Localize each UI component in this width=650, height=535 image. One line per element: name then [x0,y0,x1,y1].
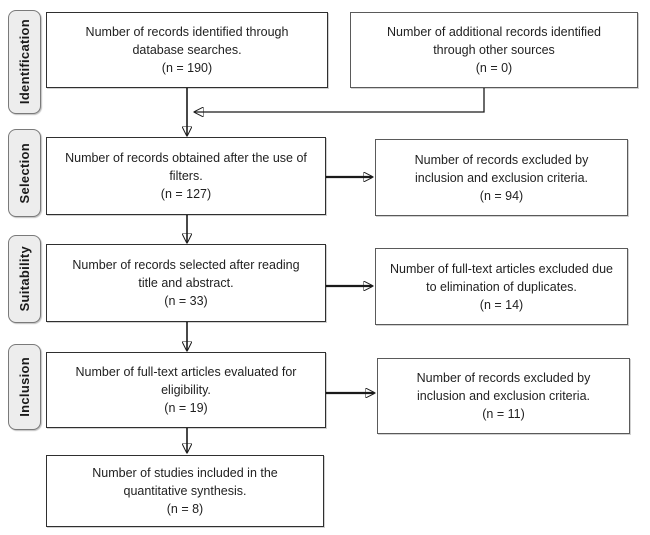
stage-inclusion-label: Inclusion [17,357,32,417]
box-text-line: to elimination of duplicates. [426,279,577,294]
box-text-line: title and abstract. [138,276,234,290]
box-count: (n = 11) [482,407,525,421]
stage-suitability: Suitability [8,235,41,323]
box-text-line: filters. [169,169,203,183]
box-records-identified: Number of records identified through dat… [46,12,328,88]
stage-suitability-label: Suitability [17,246,32,312]
box-excluded-criteria-inclusion: Number of records excluded by inclusion … [377,358,630,434]
box-text-line: eligibility. [161,383,211,397]
box-after-filters: Number of records obtained after the use… [46,137,326,215]
stage-selection-label: Selection [17,142,32,204]
box-excluded-duplicates: Number of full-text articles excluded du… [375,248,628,325]
box-count: (n = 19) [164,401,208,415]
box-title-abstract: Number of records selected after reading… [46,244,326,322]
stage-identification: Identification [8,10,41,114]
stage-selection: Selection [8,129,41,217]
box-count: (n = 8) [166,502,204,516]
box-text-line: Number of records selected after reading [72,258,300,272]
box-text-line: inclusion and exclusion criteria. [416,389,590,403]
box-text-line: inclusion and exclusion criteria. [414,170,588,185]
stage-inclusion: Inclusion [8,344,41,430]
stage-identification-label: Identification [17,19,32,105]
box-count: (n = 127) [160,187,212,201]
box-count: (n = 190) [161,61,213,75]
box-count: (n = 14) [479,297,524,312]
box-text-line: Number of records excluded by [414,152,589,167]
box-count: (n = 33) [164,294,208,308]
box-text-line: Number of records identified through [85,25,289,39]
box-count: (n = 0) [475,61,513,75]
box-excluded-criteria-selection: Number of records excluded by inclusion … [375,139,628,216]
box-text-line: Number of additional records identified [386,25,601,39]
box-text-line: through other sources [433,43,555,57]
box-count: (n = 94) [479,188,524,203]
box-text-line: Number of full-text articles excluded du… [389,261,614,276]
box-fulltext-evaluated: Number of full-text articles evaluated f… [46,352,326,428]
box-text-line: Number of full-text articles evaluated f… [75,365,297,379]
arrow-additional-merge [195,88,485,112]
box-text-line: Number of records excluded by [416,371,591,385]
box-text-line: database searches. [132,43,242,57]
box-text-line: Number of records obtained after the use… [65,151,307,165]
box-included-synthesis: Number of studies included in the quanti… [46,455,324,527]
box-text-line: quantitative synthesis. [123,484,247,498]
box-text-line: Number of studies included in the [92,466,278,480]
box-additional-records: Number of additional records identified … [350,12,638,88]
